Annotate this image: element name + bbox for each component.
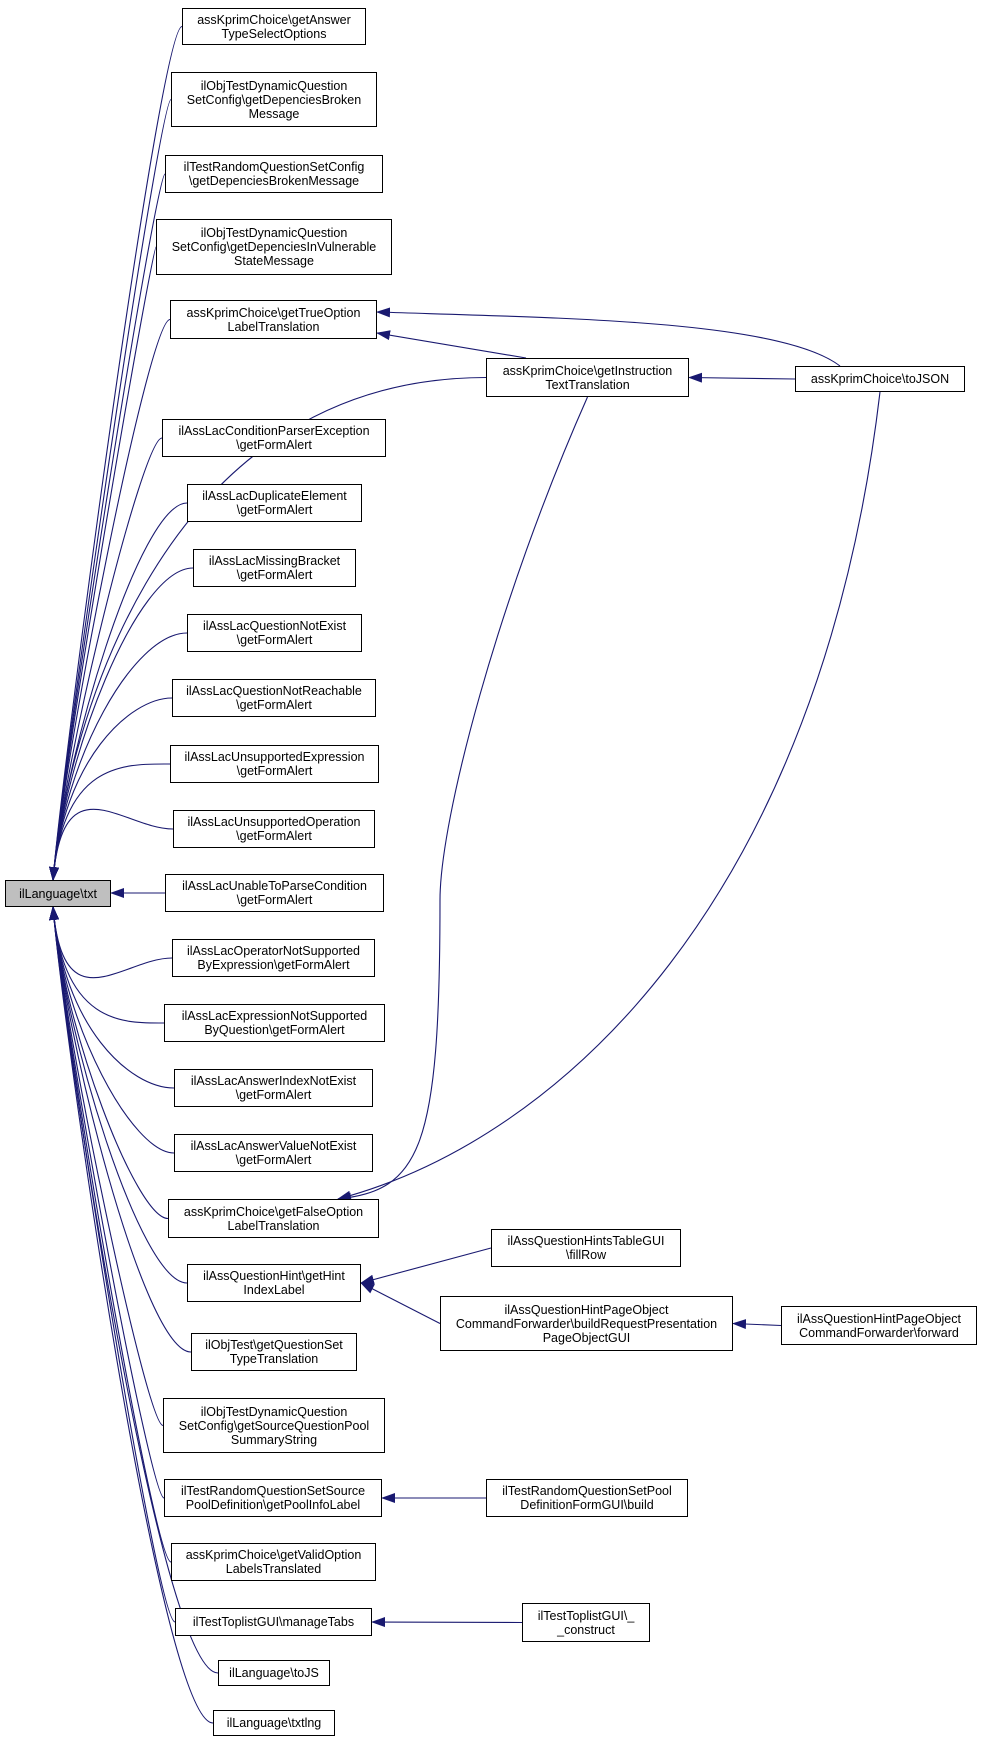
call-edge [49,906,173,979]
call-edge [49,318,171,881]
graph-node[interactable]: ilTestRandomQuestionSetPool DefinitionFo… [486,1479,688,1517]
graph-node[interactable]: ilObjTest\getQuestionSet TypeTranslation [191,1333,357,1371]
call-edge [49,906,214,1724]
graph-node[interactable]: ilAssQuestionHint\getHint IndexLabel [187,1264,361,1302]
graph-node[interactable]: assKprimChoice\getFalseOption LabelTrans… [168,1199,379,1238]
call-edge [49,437,163,881]
graph-node[interactable]: assKprimChoice\toJSON [795,366,965,392]
graph-node[interactable]: ilAssLacExpressionNotSupported ByQuestio… [164,1004,385,1042]
call-edge [49,906,165,1024]
focus-node: ilLanguage\txt [5,880,111,907]
call-edge [49,906,169,1220]
graph-node[interactable]: ilAssLacUnsupportedExpression \getFormAl… [170,745,379,783]
graph-node[interactable]: ilAssLacUnableToParseCondition \getFormA… [165,874,384,912]
graph-node[interactable]: ilAssQuestionHintPageObject CommandForwa… [440,1296,733,1351]
call-edge [49,632,188,881]
call-edge [376,307,841,367]
call-edge [376,330,527,359]
graph-node[interactable]: ilAssLacConditionParserException \getFor… [162,419,386,457]
graph-node[interactable]: ilLanguage\txtlng [213,1710,335,1736]
graph-node[interactable]: assKprimChoice\getTrueOption LabelTransl… [170,300,377,339]
call-edge [688,372,796,383]
call-edge [49,502,188,881]
call-edge [49,173,166,881]
call-edge [732,1319,782,1330]
graph-node[interactable]: assKprimChoice\getInstruction TextTransl… [486,358,689,397]
graph-node[interactable]: assKprimChoice\getAnswer TypeSelectOptio… [182,8,366,45]
graph-node[interactable]: ilAssQuestionHintsTableGUI \fillRow [491,1229,681,1267]
graph-node[interactable]: ilLanguage\toJS [218,1660,330,1686]
call-edge [49,906,188,1284]
graph-node[interactable]: ilAssQuestionHintPageObject CommandForwa… [781,1306,977,1345]
graph-node[interactable]: ilTestRandomQuestionSetConfig \getDepenc… [165,155,383,193]
graph-node[interactable]: ilObjTestDynamicQuestion SetConfig\getDe… [156,219,392,275]
call-edge [337,396,589,1203]
call-edge [371,1617,523,1628]
graph-node[interactable]: ilAssLacOperatorNotSupported ByExpressio… [172,939,375,977]
graph-node[interactable]: assKprimChoice\getValidOption LabelsTran… [171,1543,376,1581]
graph-node[interactable]: ilTestRandomQuestionSetSource PoolDefini… [164,1479,382,1517]
graph-node[interactable]: ilAssLacQuestionNotExist \getFormAlert [187,614,362,652]
graph-node[interactable]: ilAssLacQuestionNotReachable \getFormAle… [172,679,376,717]
graph-node[interactable]: ilAssLacAnswerValueNotExist \getFormAler… [174,1134,373,1172]
graph-node[interactable]: ilAssLacAnswerIndexNotExist \getFormAler… [174,1069,373,1107]
call-edge [49,906,165,1499]
call-edge [337,391,881,1201]
call-edge [360,1247,492,1285]
graph-node[interactable]: ilAssLacMissingBracket \getFormAlert [193,549,356,587]
graph-node[interactable]: ilTestToplistGUI\_ _construct [522,1603,650,1642]
call-edge [49,697,173,881]
graph-node[interactable]: ilObjTestDynamicQuestion SetConfig\getSo… [163,1398,385,1453]
call-edge [360,1282,441,1324]
graph-node[interactable]: ilObjTestDynamicQuestion SetConfig\getDe… [171,72,377,127]
graph-node[interactable]: ilTestToplistGUI\manageTabs [175,1608,372,1636]
call-edge [49,763,171,881]
call-edge [49,808,174,881]
graph-node[interactable]: ilAssLacUnsupportedOperation \getFormAle… [173,810,375,848]
graph-node[interactable]: ilAssLacDuplicateElement \getFormAlert [187,484,362,522]
